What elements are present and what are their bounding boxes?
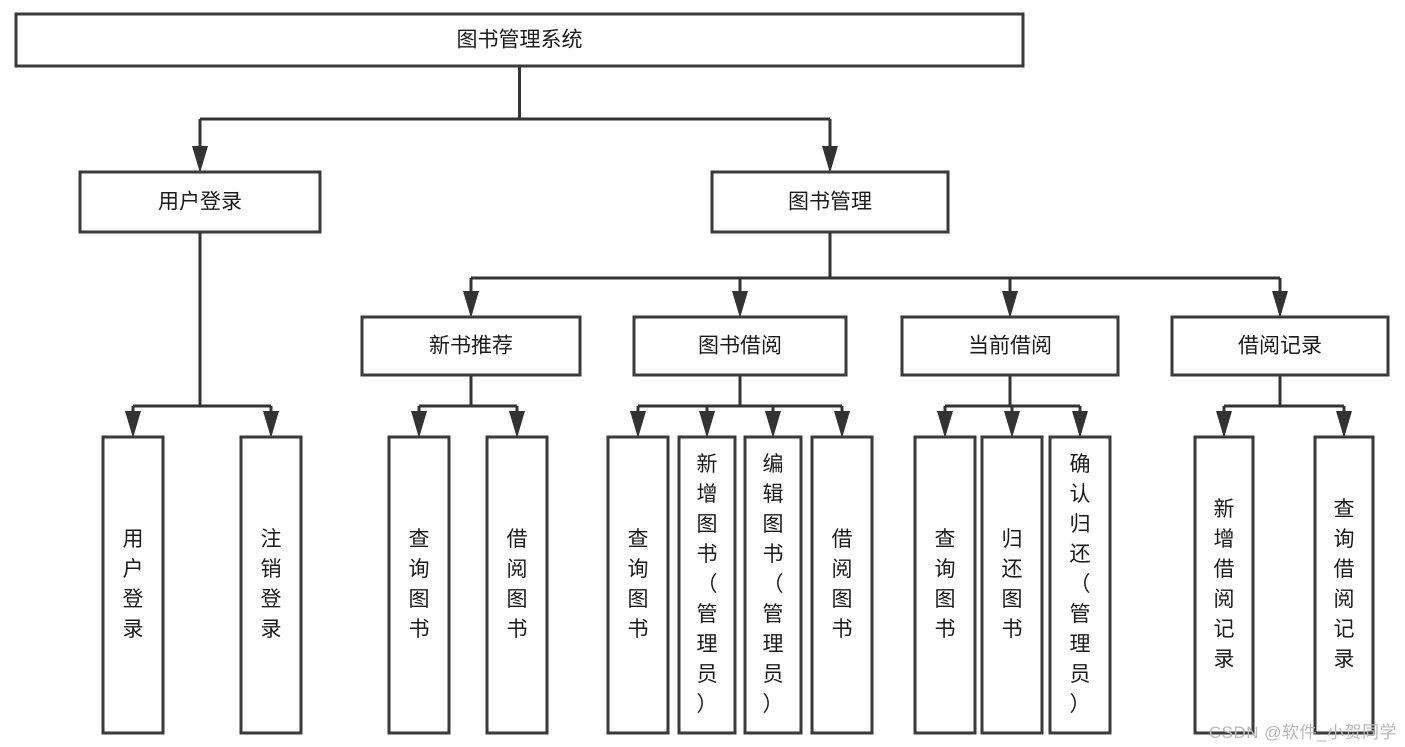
node-leaf-query-book-2[interactable]: 查询图书 xyxy=(606,435,670,735)
node-box xyxy=(900,315,1120,377)
node-layer: 图书管理系统用户登录图书管理新书推荐图书借阅当前借阅借阅记录用户登录注销登录查询… xyxy=(14,12,1390,735)
node-leaf-user-login[interactable]: 用户登录 xyxy=(101,435,165,735)
node-box xyxy=(239,435,303,735)
node-box xyxy=(360,315,582,377)
arrow-head-icon xyxy=(411,411,427,438)
node-box xyxy=(1170,315,1390,377)
arrow-head-icon xyxy=(1336,411,1352,438)
node-leaf-query-borrow-record[interactable]: 查询借阅记录 xyxy=(1313,435,1375,735)
node-box xyxy=(78,170,322,234)
node-box xyxy=(606,435,670,735)
node-box xyxy=(101,435,165,735)
connector-group-new-book-recommend xyxy=(411,375,525,438)
arrow-head-icon xyxy=(263,411,279,438)
connector-group-current-borrow xyxy=(937,375,1088,438)
node-user-login[interactable]: 用户登录 xyxy=(78,170,322,234)
node-box xyxy=(387,435,451,735)
arrow-head-icon xyxy=(463,291,479,318)
node-label: 当前借阅 xyxy=(968,335,1052,358)
connector-layer xyxy=(125,66,1352,438)
arrow-head-icon xyxy=(732,291,748,318)
node-leaf-return-book[interactable]: 归还图书 xyxy=(980,435,1044,735)
node-label: 查询借阅记录 xyxy=(1334,498,1355,671)
node-borrow-record[interactable]: 借阅记录 xyxy=(1170,315,1390,377)
node-label: 归还图书 xyxy=(1002,528,1023,641)
node-leaf-add-book[interactable]: 新增图书（管理员） xyxy=(677,435,737,735)
node-leaf-logout-login[interactable]: 注销登录 xyxy=(239,435,303,735)
node-leaf-borrow-book-1[interactable]: 借阅图书 xyxy=(485,435,549,735)
node-leaf-query-book-3[interactable]: 查询图书 xyxy=(913,435,977,735)
node-label: 借阅图书 xyxy=(507,528,528,641)
arrow-head-icon xyxy=(699,411,715,438)
node-box xyxy=(1313,435,1375,735)
node-label: 借阅记录 xyxy=(1238,335,1322,358)
node-box xyxy=(1193,435,1255,735)
node-label: 确认归还（管理员） xyxy=(1070,453,1091,716)
node-book-borrow[interactable]: 图书借阅 xyxy=(632,315,848,377)
arrow-head-icon xyxy=(1072,411,1088,438)
arrow-head-icon xyxy=(630,411,646,438)
node-leaf-confirm-return[interactable]: 确认归还（管理员） xyxy=(1048,435,1112,735)
node-box xyxy=(14,12,1025,68)
connector-group-root xyxy=(192,66,838,173)
node-label: 借阅图书 xyxy=(832,528,853,641)
arrow-head-icon xyxy=(1272,291,1288,318)
connector-group-borrow-record xyxy=(1216,375,1352,438)
node-leaf-borrow-book-2[interactable]: 借阅图书 xyxy=(810,435,874,735)
connector-group-book-borrow xyxy=(630,375,850,438)
node-box xyxy=(677,435,737,735)
node-box xyxy=(632,315,848,377)
arrow-head-icon xyxy=(822,146,838,173)
node-root[interactable]: 图书管理系统 xyxy=(14,12,1025,68)
connector-group-book-manage xyxy=(463,232,1288,318)
arrow-head-icon xyxy=(937,411,953,438)
node-label: 新书推荐 xyxy=(429,335,513,358)
node-label: 新增借阅记录 xyxy=(1214,498,1235,671)
node-leaf-edit-book[interactable]: 编辑图书（管理员） xyxy=(743,435,803,735)
arrow-head-icon xyxy=(125,411,141,438)
connector-group-user-login xyxy=(125,232,279,438)
node-leaf-add-borrow-record[interactable]: 新增借阅记录 xyxy=(1193,435,1255,735)
node-box xyxy=(743,435,803,735)
arrow-head-icon xyxy=(1002,291,1018,318)
node-new-book-recommend[interactable]: 新书推荐 xyxy=(360,315,582,377)
arrow-head-icon xyxy=(192,146,208,173)
node-box xyxy=(710,170,950,234)
arrow-head-icon xyxy=(834,411,850,438)
node-label: 查询图书 xyxy=(935,528,956,641)
node-label: 用户登录 xyxy=(158,191,242,214)
node-label: 新增图书（管理员） xyxy=(697,453,718,716)
node-leaf-query-book-1[interactable]: 查询图书 xyxy=(387,435,451,735)
node-box xyxy=(980,435,1044,735)
node-box xyxy=(1048,435,1112,735)
arrow-head-icon xyxy=(765,411,781,438)
node-box xyxy=(810,435,874,735)
node-label: 图书管理 xyxy=(788,191,872,214)
node-label: 查询图书 xyxy=(409,528,430,641)
node-label: 编辑图书（管理员） xyxy=(763,453,784,716)
node-label: 用户登录 xyxy=(123,528,144,641)
node-box xyxy=(913,435,977,735)
node-label: 查询图书 xyxy=(628,528,649,641)
arrow-head-icon xyxy=(1004,411,1020,438)
arrow-head-icon xyxy=(509,411,525,438)
arrow-head-icon xyxy=(1216,411,1232,438)
node-label: 图书借阅 xyxy=(698,335,782,358)
node-current-borrow[interactable]: 当前借阅 xyxy=(900,315,1120,377)
csdn-watermark: CSDN @软件_小贺同学 xyxy=(1208,723,1397,742)
node-box xyxy=(485,435,549,735)
node-label: 图书管理系统 xyxy=(457,29,583,52)
node-label: 注销登录 xyxy=(261,528,282,641)
node-book-manage[interactable]: 图书管理 xyxy=(710,170,950,234)
